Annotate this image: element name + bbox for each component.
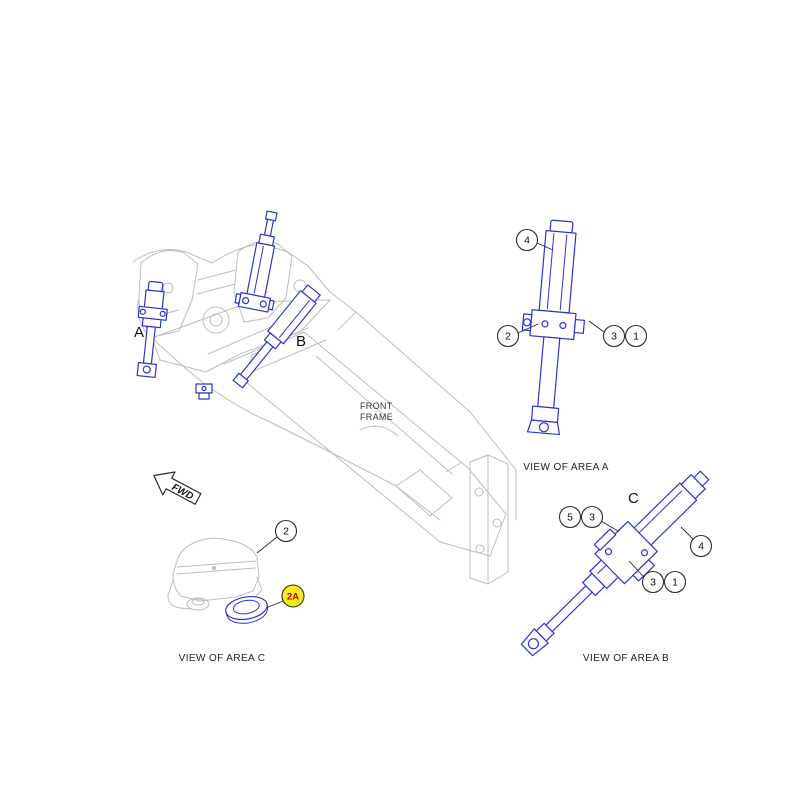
balloon-b-4[interactable]: 4 bbox=[689, 534, 713, 558]
small-clamp-main bbox=[195, 383, 213, 400]
balloon-circle bbox=[663, 570, 687, 594]
balloon-number: 2 bbox=[505, 331, 511, 343]
balloon-a-3[interactable]: 3 bbox=[602, 324, 626, 348]
balloon-b-5[interactable]: 5 bbox=[558, 505, 582, 529]
balloon-b-3-upper[interactable]: 3 bbox=[580, 505, 604, 529]
balloon-circle bbox=[641, 570, 665, 594]
balloon-circle bbox=[515, 228, 539, 252]
balloon-circle bbox=[602, 324, 626, 348]
lift-cylinder-a-main bbox=[136, 280, 168, 379]
balloon-b-1[interactable]: 1 bbox=[663, 570, 687, 594]
view-b-caption: VIEW OF AREA B bbox=[583, 653, 669, 664]
balloon-circle bbox=[624, 324, 648, 348]
balloon-number: 2 bbox=[283, 526, 289, 538]
balloon-a-1[interactable]: 1 bbox=[624, 324, 648, 348]
front-frame-drawing bbox=[132, 240, 517, 585]
balloon-number: 5 bbox=[567, 512, 573, 524]
area-label-b: B bbox=[296, 333, 306, 350]
balloon-circle bbox=[496, 324, 520, 348]
balloon-circle bbox=[689, 534, 713, 558]
front-frame-label-line2: FRAME bbox=[360, 412, 393, 422]
balloon-number: 3 bbox=[611, 331, 617, 343]
view-b-leader-lines bbox=[600, 520, 694, 578]
balloon-circle bbox=[558, 505, 582, 529]
view-c-caption: VIEW OF AREA C bbox=[179, 653, 266, 664]
bushing-view-c bbox=[225, 596, 269, 624]
balloon-c-2[interactable]: 2 bbox=[274, 519, 298, 543]
balloon-b-3-lower[interactable]: 3 bbox=[641, 570, 665, 594]
balloon-number: 3 bbox=[589, 512, 595, 524]
balloon-circle bbox=[281, 584, 305, 608]
balloon-number: 4 bbox=[698, 541, 704, 553]
cylinder-view-b bbox=[520, 470, 710, 657]
lift-cylinder-b-main bbox=[234, 210, 278, 313]
bracket-view-c bbox=[167, 537, 263, 611]
balloon-number: 1 bbox=[672, 577, 678, 589]
cylinder-view-a bbox=[521, 219, 586, 436]
balloon-number: 2A bbox=[287, 591, 299, 602]
area-label-a: A bbox=[134, 324, 144, 341]
area-label-c: C bbox=[628, 490, 639, 507]
steering-cylinder-main bbox=[232, 284, 321, 389]
balloon-a-4[interactable]: 4 bbox=[515, 228, 539, 252]
fwd-arrow: FWD bbox=[153, 471, 202, 505]
balloon-circle bbox=[580, 505, 604, 529]
view-c-leader-lines bbox=[256, 536, 284, 609]
view-a-caption: VIEW OF AREA A bbox=[523, 462, 609, 473]
balloon-number: 4 bbox=[524, 235, 530, 247]
balloon-a-2[interactable]: 2 bbox=[496, 324, 520, 348]
front-frame-label-line1: FRONT bbox=[360, 401, 393, 411]
balloon-c-2a-highlighted[interactable]: 2A bbox=[281, 584, 305, 608]
balloon-circle bbox=[274, 519, 298, 543]
fwd-label: FWD bbox=[170, 482, 195, 502]
balloon-number: 1 bbox=[633, 331, 639, 343]
balloon-number: 3 bbox=[650, 577, 656, 589]
view-a-leader-lines bbox=[517, 242, 605, 334]
